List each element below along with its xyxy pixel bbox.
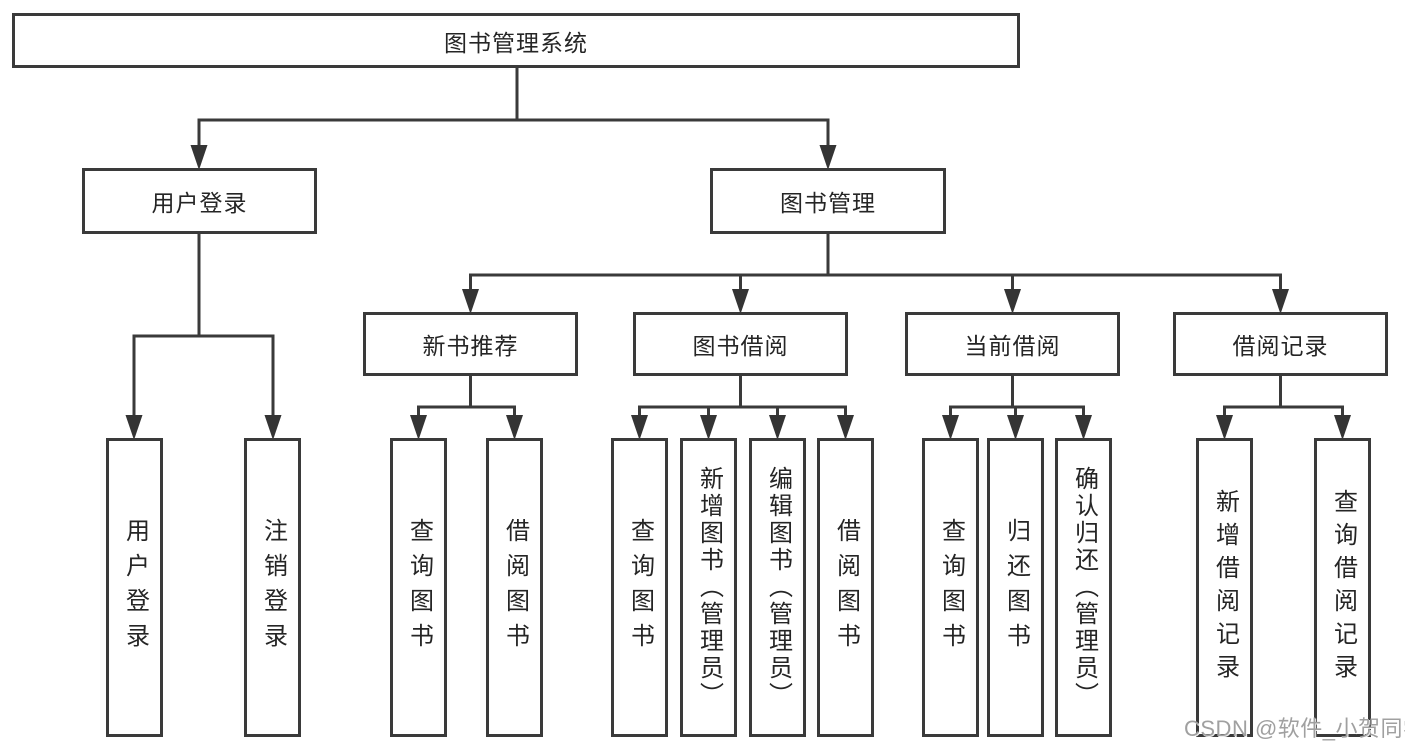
node-user-login-module: 用户登录 [82,168,317,234]
node-label: 归还图书 [1002,517,1030,658]
node-label: 新增图书（管理员） [695,466,723,709]
arrowhead [1272,289,1289,314]
node-label: 图书管理 [780,190,876,216]
node-newbooks-search-books: 查询图书 [390,438,447,737]
node-new-book-recommend: 新书推荐 [363,312,578,376]
arrowhead [631,415,648,440]
node-label: 注销登录 [259,517,287,658]
node-borrow-add-books-admin: 新增图书（管理员） [680,438,737,737]
node-current-confirm-return-admin: 确认归还（管理员） [1055,438,1112,737]
node-label: 用户登录 [151,190,248,216]
arrowhead [410,415,427,440]
node-label: 新增借阅记录 [1211,488,1239,687]
arrowhead [837,415,854,440]
arrowhead [942,415,959,440]
node-label: 查询图书 [937,517,965,658]
node-records-search-record: 查询借阅记录 [1314,438,1371,737]
connector [132,334,275,418]
node-library-system: 图书管理系统 [12,13,1020,68]
node-borrow-records: 借阅记录 [1173,312,1388,376]
node-label: 借阅记录 [1232,333,1329,359]
node-label: 编辑图书（管理员） [764,466,792,709]
connector [469,273,1282,292]
arrowhead [1004,289,1021,314]
node-logout: 注销登录 [244,438,301,737]
arrowhead [264,415,282,440]
node-book-management: 图书管理 [710,168,946,234]
node-label: 图书管理系统 [444,29,588,56]
arrowhead [1216,415,1233,440]
arrowhead [732,289,749,314]
node-label: 图书借阅 [692,333,789,359]
node-current-borrow: 当前借阅 [905,312,1120,376]
node-label: 查询借阅记录 [1329,488,1357,687]
node-book-borrow: 图书借阅 [633,312,848,376]
node-label: 用户登录 [121,517,149,658]
arrowhead [125,415,143,440]
node-label: 新书推荐 [422,333,519,359]
arrowhead [506,415,523,440]
arrowhead [700,415,717,440]
node-label: 借阅图书 [501,517,529,658]
csdn-watermark: CSDN @软件_小贺同学 [1184,716,1405,741]
node-records-add-record: 新增借阅记录 [1196,438,1253,737]
connector [638,405,847,418]
node-label: 借阅图书 [832,517,860,658]
node-newbooks-borrow-books: 借阅图书 [486,438,543,737]
node-borrow-borrow-books: 借阅图书 [817,438,874,737]
node-user-login: 用户登录 [106,438,163,737]
connector [197,118,830,148]
arrowhead [1007,415,1024,440]
arrowhead [190,145,208,170]
node-label: 查询图书 [626,517,654,658]
node-current-return-books: 归还图书 [987,438,1044,737]
arrowhead [1075,415,1092,440]
connector [1223,405,1344,418]
node-label: 当前借阅 [964,333,1061,359]
node-label: 确认归还（管理员） [1070,466,1098,709]
arrowhead [462,289,479,314]
node-current-search-books: 查询图书 [922,438,979,737]
arrowhead [1334,415,1351,440]
node-borrow-edit-books-admin: 编辑图书（管理员） [749,438,806,737]
connector [417,405,516,418]
arrowhead [769,415,786,440]
arrowhead [819,145,837,170]
node-label: 查询图书 [405,517,433,658]
node-borrow-search-books: 查询图书 [611,438,668,737]
